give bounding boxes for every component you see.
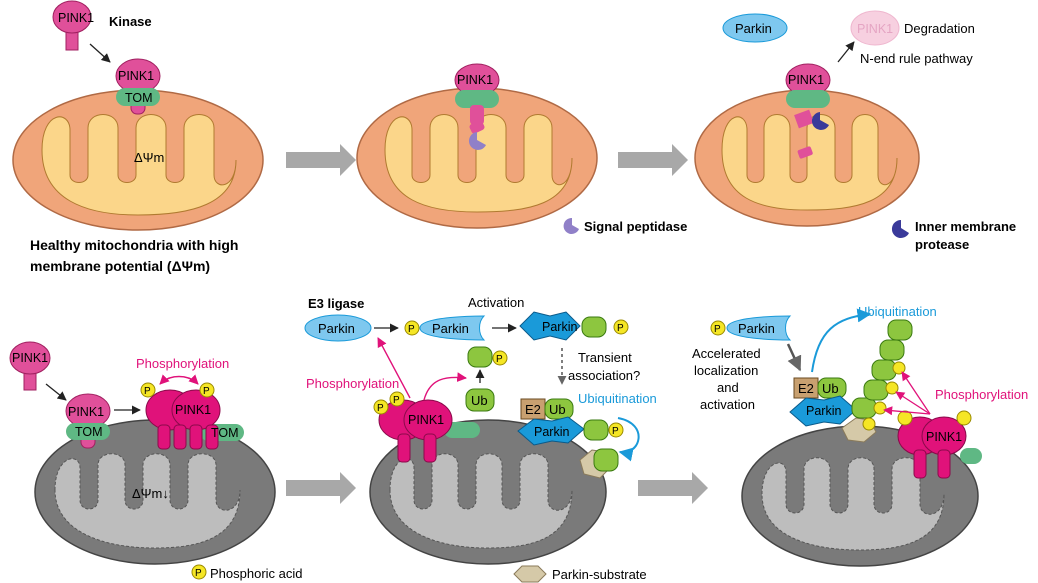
pink1-dimer-2 xyxy=(373,391,480,463)
legend-parkin-substrate: Parkin-substrate xyxy=(552,567,647,582)
e2-label-1: E2 xyxy=(525,402,541,417)
pink1-label-faded: PINK1 xyxy=(857,22,893,36)
process-arrow-2 xyxy=(618,144,688,176)
parkin-inactive xyxy=(304,314,372,342)
signal-peptidase-label: Signal peptidase xyxy=(584,219,687,234)
tom-label-1: TOM xyxy=(125,91,153,105)
pink1-tom-1 xyxy=(115,58,161,115)
damaged-mitochondrion-1 xyxy=(34,419,276,565)
parkin-label-6: Parkin xyxy=(806,404,841,418)
p-label-7: P xyxy=(496,354,503,365)
inner-protease-label-2: protease xyxy=(915,237,969,252)
pink1-label-7: PINK1 xyxy=(175,403,211,417)
pink1-label-2: PINK1 xyxy=(118,69,154,83)
pink1-dimer-1 xyxy=(145,389,244,450)
legend-phosphoric-acid: Phosphoric acid xyxy=(210,566,303,581)
ub-1 xyxy=(465,388,495,412)
ub-label-2: Ub xyxy=(549,402,566,417)
ubiquitination-label-2: Ubiquitination xyxy=(858,304,937,319)
activation-label: Activation xyxy=(468,295,524,310)
tom-label-3: TOM xyxy=(211,426,239,440)
e2-label-2: E2 xyxy=(798,381,814,396)
parkin-active-1 xyxy=(519,311,629,341)
parkin-label-5: Parkin xyxy=(738,321,775,336)
phosphorylation-label-1: Phosphorylation xyxy=(136,356,229,371)
accelerated-label-1: Accelerated xyxy=(692,346,761,361)
inner-membrane-protease-icon xyxy=(891,219,909,238)
legend-p-label: P xyxy=(195,568,202,579)
delta-psi-label-1: ΔΨm xyxy=(134,150,164,165)
parkin-label-4: Parkin xyxy=(534,425,569,439)
healthy-mitochondrion-2 xyxy=(356,87,598,229)
pink1-label-1: PINK1 xyxy=(58,11,94,25)
ub-label-1: Ub xyxy=(471,393,488,408)
pink1-tom-2 xyxy=(65,393,111,449)
pink1-free-1 xyxy=(52,0,92,51)
pink1-label-5: PINK1 xyxy=(12,351,48,365)
pink1-degraded xyxy=(850,10,900,46)
healthy-caption-line2: membrane potential (ΔΨm) xyxy=(30,258,210,274)
parkin-label-3: Parkin xyxy=(542,320,577,334)
pink1-import-2 xyxy=(454,63,500,150)
healthy-mitochondrion-1 xyxy=(12,89,264,231)
p-label-1: P xyxy=(144,386,151,397)
parkin-cytosol-top xyxy=(722,13,788,43)
parkin-label-top: Parkin xyxy=(735,21,772,36)
phosphorylation-label-2: Phosphorylation xyxy=(306,376,399,391)
process-arrow-4 xyxy=(638,472,708,504)
kinase-label: Kinase xyxy=(109,14,152,29)
p-label-5: P xyxy=(408,324,415,335)
ub-label-3: Ub xyxy=(822,381,839,396)
parkin-phospho xyxy=(404,315,486,341)
parkin-phospho-2 xyxy=(710,315,792,341)
healthy-mitochondrion-3 xyxy=(694,89,920,227)
n-end-rule-label: N-end rule pathway xyxy=(860,51,973,66)
legend-substrate-icon xyxy=(513,565,547,583)
parkin-label-2: Parkin xyxy=(432,321,469,336)
p-label-3: P xyxy=(377,403,384,414)
legend-phosphate-icon xyxy=(191,564,207,580)
transient-label-1: Transient xyxy=(578,350,632,365)
process-arrow-1 xyxy=(286,144,356,176)
e2-ub-parkin-1 xyxy=(517,398,624,479)
delta-psi-down-label: ΔΨm↓ xyxy=(132,486,169,501)
pink1-label-9: PINK1 xyxy=(926,430,962,444)
ub-phospho-1 xyxy=(467,346,508,368)
e2-ub-parkin-2 xyxy=(789,319,913,443)
parkin-label-1: Parkin xyxy=(318,321,355,336)
pink1-label-8: PINK1 xyxy=(408,413,444,427)
pink1-label-3: PINK1 xyxy=(457,73,493,87)
pink1-free-2 xyxy=(9,341,51,391)
pink1-dimer-3 xyxy=(897,410,982,479)
pink1-label-4: PINK1 xyxy=(788,73,824,87)
degradation-label: Degradation xyxy=(904,21,975,36)
ubiquitination-label-1: Ubiquitination xyxy=(578,391,657,406)
accelerated-label-4: activation xyxy=(700,397,755,412)
healthy-caption-line1: Healthy mitochondria with high xyxy=(30,237,238,253)
p-label-8: P xyxy=(612,426,619,437)
pink1-label-6: PINK1 xyxy=(68,405,104,419)
accelerated-label-2: localization xyxy=(694,363,758,378)
phosphate-badge-1 xyxy=(140,382,215,398)
p-label-2: P xyxy=(203,386,210,397)
p-label-6: P xyxy=(617,323,624,334)
tom-label-2: TOM xyxy=(75,425,103,439)
process-arrow-3 xyxy=(286,472,356,504)
p-label-9: P xyxy=(714,324,721,335)
transient-label-2: association? xyxy=(568,368,640,383)
e3-ligase-label: E3 ligase xyxy=(308,296,364,311)
p-label-4: P xyxy=(393,395,400,406)
accelerated-label-3: and xyxy=(717,380,739,395)
phosphorylation-label-3: Phosphorylation xyxy=(935,387,1028,402)
inner-protease-label-1: Inner membrane xyxy=(915,219,1016,234)
pink1-cleavage-3 xyxy=(785,63,831,159)
signal-peptidase-icon xyxy=(563,217,579,234)
